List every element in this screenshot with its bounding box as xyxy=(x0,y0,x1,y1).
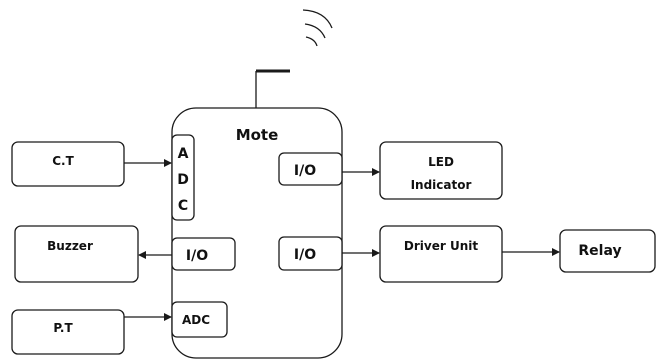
antenna-icon xyxy=(255,69,290,108)
io-port-right-top: I/O xyxy=(278,152,343,186)
pt-label: P.T xyxy=(53,321,73,335)
led-indicator-block: LED Indicator xyxy=(379,141,503,200)
io-left-label: I/O xyxy=(186,248,208,264)
driver-unit-label: Driver Unit xyxy=(404,239,478,253)
buzzer-block: Buzzer xyxy=(14,225,139,283)
adc-port-bottom: ADC xyxy=(171,301,228,338)
relay-block: Relay xyxy=(559,229,656,273)
ct-block: C.T xyxy=(11,141,125,187)
led-label-line2: Indicator xyxy=(411,178,472,192)
pt-block: P.T xyxy=(11,309,125,355)
buzzer-label: Buzzer xyxy=(47,239,93,253)
io-right-bottom-label: I/O xyxy=(294,247,316,263)
adc-letter-a: A xyxy=(178,146,189,162)
io-right-top-label: I/O xyxy=(294,163,316,179)
ct-label: C.T xyxy=(52,154,74,168)
driver-unit-block: Driver Unit xyxy=(379,225,503,283)
adc-port-vertical: A D C xyxy=(171,134,195,221)
adc-letter-c: C xyxy=(178,198,188,214)
led-label-line1: LED xyxy=(428,155,454,169)
adc-letter-d: D xyxy=(177,172,189,188)
mote-label: Mote xyxy=(236,126,279,144)
io-port-left: I/O xyxy=(171,237,236,271)
relay-label: Relay xyxy=(578,243,621,259)
wireless-signal-icon xyxy=(302,9,333,47)
io-port-right-bottom: I/O xyxy=(278,236,343,271)
adc-bottom-label: ADC xyxy=(182,313,210,327)
